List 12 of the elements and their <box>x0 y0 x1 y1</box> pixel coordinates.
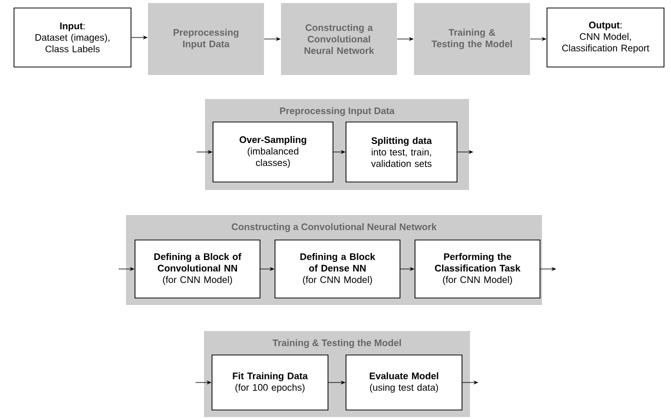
process-box: Constructing a Convolutional Neural Network <box>281 3 397 75</box>
process-box: Fit Training Data (for 100 epochs) <box>212 354 328 410</box>
process-box: Splitting data into test, train, validation sets <box>346 122 458 182</box>
process-box: Performing the Classification Task (for CNN Model) <box>414 240 540 298</box>
process-box: Training & Testing the Model <box>414 3 530 75</box>
process-box: Defining a Block of Convolutional NN (for CNN Model) <box>134 240 260 298</box>
process-box: Defining a Block of Dense NN (for CNN Model) <box>274 240 400 298</box>
process-box: Preprocessing Input Data <box>148 3 264 75</box>
process-box: Output: CNN Model, Classification Report <box>546 8 664 68</box>
process-box: Evaluate Model (using test data) <box>346 354 462 410</box>
process-box: Over-Sampling (imbalanced classes) <box>212 122 334 182</box>
process-box: Input: Dataset (images), Class Labels <box>14 8 132 68</box>
